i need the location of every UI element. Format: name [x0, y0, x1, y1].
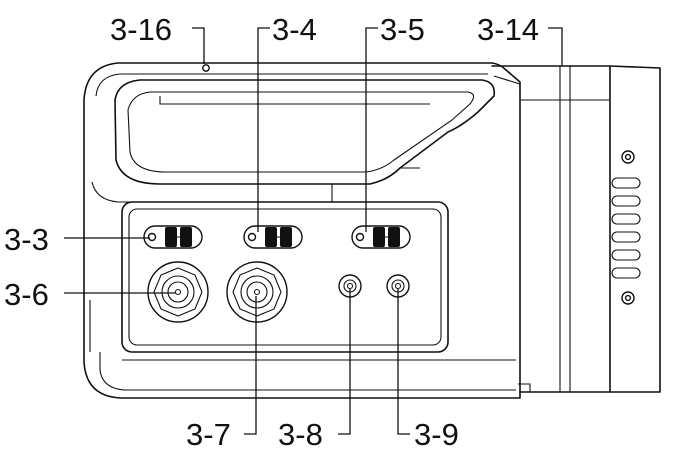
callout-3-6: 3-6: [4, 277, 49, 312]
callout-labels: 3-16 3-4 3-5 3-14 3-3 3-6 3-7 3-8 3-9: [4, 12, 539, 449]
callout-3-14: 3-14: [477, 12, 539, 47]
switch-3-4: [243, 225, 303, 249]
callout-3-4: 3-4: [272, 12, 317, 47]
connector-3-7: [226, 261, 288, 323]
leader-lines: [64, 27, 563, 435]
carry-handle: [114, 64, 496, 202]
connector-3-6: [147, 261, 209, 323]
callout-3-7: 3-7: [186, 417, 231, 449]
switch-3-3: [143, 225, 203, 249]
right-end-cap: [491, 65, 661, 393]
connector-panel: [121, 201, 449, 353]
switch-3-5: [351, 225, 411, 249]
callout-3-5: 3-5: [380, 12, 425, 47]
callout-3-8: 3-8: [278, 417, 323, 449]
callout-3-9: 3-9: [414, 417, 459, 449]
device-body: [83, 62, 521, 399]
callout-3-3: 3-3: [4, 222, 49, 257]
callout-3-16: 3-16: [110, 12, 172, 47]
vent-slots: [611, 177, 641, 279]
jack-3-9: [386, 274, 410, 298]
